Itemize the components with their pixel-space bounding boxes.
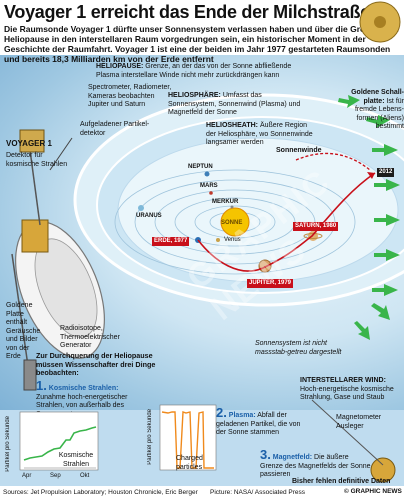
magnetometer-label: Magnetometer Ausleger <box>336 414 382 430</box>
uranus-label: URANUS <box>136 213 162 219</box>
sources-text: Sources: Jet Propulsion Laboratory; Hous… <box>3 489 198 496</box>
sonnenwinde-label: Sonnenwinde <box>276 147 322 154</box>
golden-record-label: Goldene Schall-platte: Ist für fremde Le… <box>351 89 404 130</box>
cosmic-ray-line <box>23 426 97 461</box>
cosmic-detector-label: Detektor für kosmische Strahlen <box>6 152 68 168</box>
neptun-dot <box>204 171 210 177</box>
chart2-label: Charged particles <box>176 455 203 471</box>
interstellar-wind-label: INTERSTELLARER WIND: Hoch-energetische k… <box>300 377 394 401</box>
finding-2-text: 2. Plasma: Abfall der geladenen Partikel… <box>216 405 301 436</box>
magnetometer-line <box>311 399 384 466</box>
venus-dot <box>216 238 220 242</box>
merkur-label: MERKUR <box>212 199 239 205</box>
saturn-ring <box>303 233 323 239</box>
golden-plate-label: Goldene Platte enthält Geräusche und Bil… <box>6 302 41 360</box>
chart2-y-axis: Partikel pro Sekunde <box>147 409 153 465</box>
graphic-news-logo: © GRAPHIC NEWS <box>344 488 402 495</box>
findings-intro: Zur Durchquerung der Heliopause müssen W… <box>36 351 156 377</box>
jupiter-label: JUPITER, 1979 <box>247 279 294 288</box>
instrument-platform <box>19 129 45 153</box>
venus-label: Venus <box>224 237 241 243</box>
final-data-label: Bisher fehlen definitive Daten <box>292 478 391 485</box>
interstellar-wind-arrows <box>338 95 400 340</box>
golden-record-center <box>374 16 386 28</box>
erde-label: ERDE, 1977 <box>152 237 190 246</box>
orbit-mars <box>194 205 276 239</box>
sun-label: SONNE <box>221 220 243 226</box>
orbit-neptun <box>114 169 356 275</box>
mars-label: MARS <box>200 183 218 189</box>
heliosheath-label: HELIOSHEATH: Äußere Region der Heliosphä… <box>206 122 313 146</box>
plasma-line <box>161 411 214 469</box>
radioisotope-label: Radioisotope, Thermoelektrischer Generat… <box>60 325 120 349</box>
neptun-label: NEPTUN <box>188 164 213 170</box>
voyager-distant <box>370 457 396 483</box>
mars-dot <box>209 191 213 195</box>
heliopause-arc <box>295 152 371 171</box>
uranus-dot <box>138 205 144 211</box>
month-okt: Okt <box>80 473 90 479</box>
particle-detector-label: Aufgeladener Partikel-detektor <box>80 121 150 137</box>
rtg-generator <box>23 359 37 391</box>
trajectory-arrow <box>367 172 375 179</box>
year-2012-label: 2012 <box>377 168 395 177</box>
saturn-label: SATURN, 1980 <box>293 222 339 231</box>
merkur-dot <box>230 205 234 209</box>
voyager-trajectory <box>197 172 376 272</box>
intro-text: Die Raumsonde Voyager 1 dürfte unser Son… <box>4 24 400 64</box>
picture-credit: Picture: NASA/ Associated Press <box>210 489 306 496</box>
finding-3-text: 3. Magnetfeld: Die äußere Grenze des Mag… <box>260 447 371 478</box>
spectrometer-label: Spectrometer, Radiometer, Kameras beobac… <box>88 84 172 108</box>
sun-shape <box>220 207 250 237</box>
month-sep: Sep <box>50 473 61 479</box>
page-title: Voyager 1 erreicht das Ende der Milchstr… <box>4 2 370 22</box>
heliosphere-label: HELIOSPHÄRE: Umfasst das Sonnensystem, S… <box>168 92 301 116</box>
voyager1-label: VOYAGER 1 <box>6 139 52 148</box>
voyager-bus <box>21 219 49 253</box>
chart1-label: Kosmische Strahlen <box>58 452 94 468</box>
boom-upper <box>29 149 41 226</box>
rtg-boom <box>11 253 31 381</box>
month-apr: Apr <box>22 473 32 479</box>
heliopause-label: HELIOPAUSE: Grenze, an der das von der S… <box>96 63 292 79</box>
scale-note: Sonnensystem ist nicht massstab-getreu d… <box>255 340 342 356</box>
